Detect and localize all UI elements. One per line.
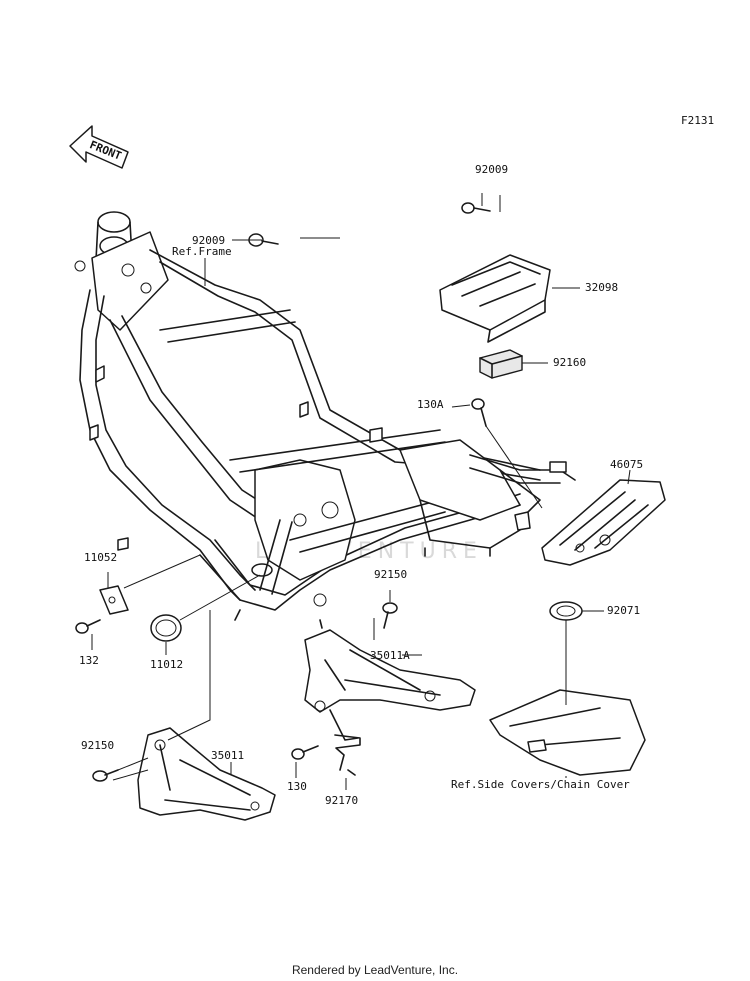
bolt-130 [291, 745, 319, 760]
guard-46075 [541, 479, 666, 566]
label-130A[interactable]: 130A [417, 398, 444, 411]
leader-lines [91, 193, 631, 790]
label-92160[interactable]: 92160 [553, 356, 587, 369]
label-ref-frame[interactable]: Ref.Frame [172, 245, 232, 258]
cap-11012 [150, 614, 182, 642]
label-92071[interactable]: 92071 [607, 604, 641, 617]
label-92150-left[interactable]: 92150 [81, 739, 115, 752]
label-92009-mid[interactable]: 92009 [192, 234, 226, 247]
footrest-bracket-35011A [304, 629, 476, 741]
bolt-132 [75, 619, 101, 634]
label-92009-top[interactable]: 92009 [475, 163, 509, 176]
label-35011[interactable]: 35011 [211, 749, 245, 762]
label-130[interactable]: 130 [287, 780, 307, 793]
label-92150-mid[interactable]: 92150 [374, 568, 408, 581]
label-32098[interactable]: 32098 [585, 281, 619, 294]
bracket-11052 [99, 585, 129, 615]
footer-credit: Rendered by LeadVenture, Inc. [291, 963, 459, 977]
label-11052[interactable]: 11052 [84, 551, 118, 564]
footrest-bracket-35011 [137, 727, 276, 821]
label-ref-side-covers[interactable]: Ref.Side Covers/Chain Cover [451, 778, 630, 791]
spring-92170 [334, 734, 361, 776]
grommet-92071 [549, 601, 583, 621]
label-46075[interactable]: 46075 [610, 458, 644, 471]
tray-32098 [439, 254, 551, 343]
label-11012[interactable]: 11012 [150, 658, 184, 671]
bolt-92009-top [461, 202, 491, 214]
front-arrow-icon: FRONT [69, 125, 129, 169]
bolt-130A [471, 398, 487, 427]
pad-92160 [479, 349, 523, 379]
label-132[interactable]: 132 [79, 654, 99, 667]
bolt-92150-mid [382, 602, 398, 629]
frame-illustration [74, 211, 576, 629]
label-35011A[interactable]: 35011A [370, 649, 410, 662]
side-cover [489, 689, 646, 776]
label-92170[interactable]: 92170 [325, 794, 359, 807]
diagram-code: F2131 [681, 114, 715, 127]
